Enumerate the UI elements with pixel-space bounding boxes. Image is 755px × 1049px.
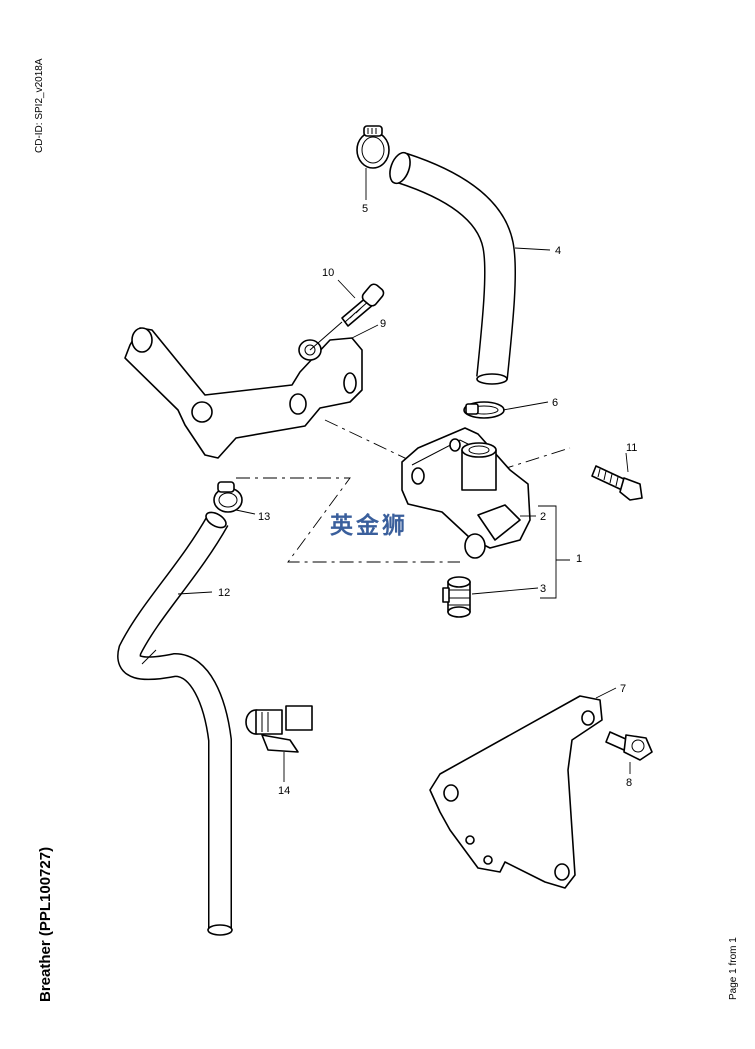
breather-housing xyxy=(401,427,531,559)
callout-9: 9 xyxy=(380,318,386,330)
callout-14: 14 xyxy=(278,785,290,797)
bolt-10 xyxy=(309,283,385,351)
fitting-clip xyxy=(245,705,313,753)
hose-clamp-13 xyxy=(213,481,243,513)
callout-6: 6 xyxy=(552,397,558,409)
callout-5: 5 xyxy=(362,203,368,215)
leader-lines xyxy=(177,168,631,782)
callout-11: 11 xyxy=(626,442,637,454)
bolt-8 xyxy=(605,731,653,761)
callout-13: 13 xyxy=(258,511,270,523)
hose-clamp-lower xyxy=(463,401,505,419)
callout-7: 7 xyxy=(620,683,626,695)
page-number: Page 1 from 1 xyxy=(728,937,739,1000)
upper-hose xyxy=(389,151,517,385)
lower-hose xyxy=(117,511,233,936)
bracket-arm xyxy=(124,327,363,459)
union-fitting xyxy=(442,576,471,618)
callout-3: 3 xyxy=(540,583,546,595)
hose-clamp-upper xyxy=(356,125,390,169)
callout-1: 1 xyxy=(576,553,582,565)
callout-2: 2 xyxy=(540,511,546,523)
callout-numbers: 1 2 3 4 5 6 7 8 9 10 11 12 13 14 xyxy=(218,203,637,797)
callout-10: 10 xyxy=(322,267,334,279)
watermark-text: 英金狮 xyxy=(330,513,408,539)
mounting-plate xyxy=(429,695,603,889)
callout-12: 12 xyxy=(218,587,230,599)
callout-8: 8 xyxy=(626,777,632,789)
callout-4: 4 xyxy=(555,245,561,257)
page-title: Breather (PPL100727) xyxy=(37,846,54,1002)
cd-id-label: CD-ID: SPI2_v2018A xyxy=(34,58,45,154)
bolt-11 xyxy=(591,465,643,501)
